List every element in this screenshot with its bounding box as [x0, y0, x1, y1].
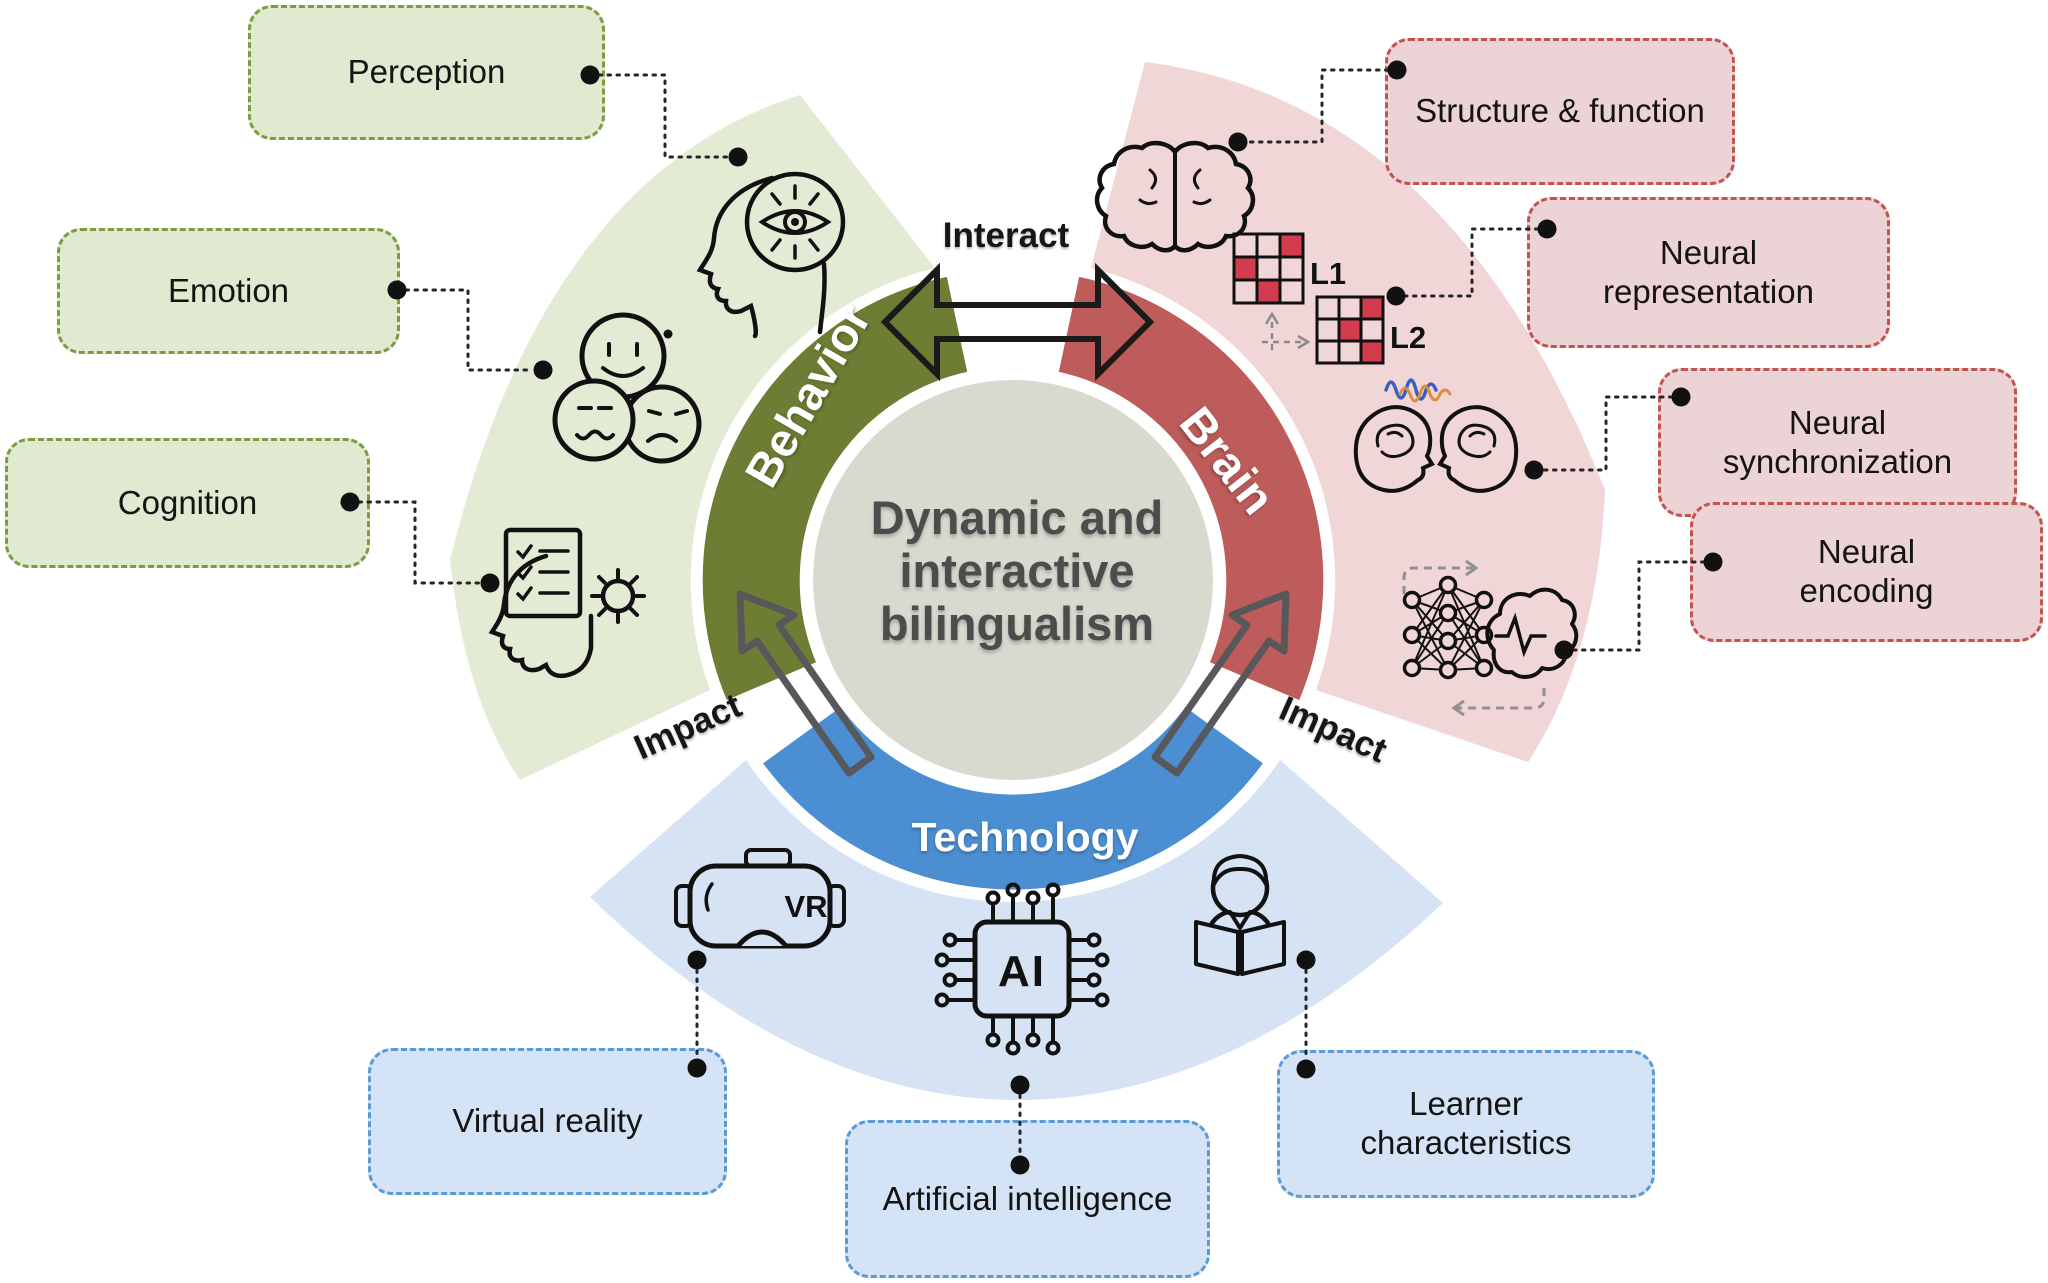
- box-label-learner-characteristics: Learner characteristics: [1360, 1085, 1572, 1161]
- center-title-line2: interactive: [899, 543, 1135, 597]
- box-label-virtual-reality: Virtual reality: [452, 1102, 643, 1140]
- behavior-box-perception: Perception: [248, 5, 605, 140]
- technology-box-virtual-reality: Virtual reality: [368, 1048, 727, 1195]
- brain-box-structure-function: Structure & function: [1385, 38, 1735, 185]
- impact-left-label: Impact: [628, 685, 748, 768]
- box-label-structure-function: Structure & function: [1415, 92, 1705, 130]
- brain-box-neural-synchronization: Neural synchronization: [1658, 368, 2017, 517]
- box-label-emotion: Emotion: [167, 271, 290, 309]
- box-label-neural-representation: Neural representation: [1603, 233, 1814, 310]
- box-label-perception: Perception: [347, 53, 506, 91]
- technology-ring-label: Technology: [911, 813, 1139, 860]
- center-title-line1: Dynamic and: [870, 490, 1164, 544]
- impact-right-label: Impact: [1273, 688, 1393, 771]
- technology-box-learner-characteristics: Learner characteristics: [1277, 1050, 1655, 1198]
- center-title-line3: bilingualism: [879, 596, 1155, 650]
- center-circle: [813, 380, 1213, 780]
- technology-box-artificial-intelligence: Artificial intelligence: [845, 1120, 1210, 1278]
- behavior-box-emotion: Emotion: [57, 228, 400, 354]
- brain-box-neural-representation: Neural representation: [1527, 197, 1890, 348]
- behavior-ring-label: Behavior: [733, 294, 881, 496]
- box-label-artificial-intelligence: Artificial intelligence: [882, 1179, 1173, 1217]
- box-label-neural-encoding: Neural encoding: [1799, 533, 1934, 609]
- box-label-cognition: Cognition: [117, 483, 258, 521]
- box-label-neural-synchronization: Neural synchronization: [1722, 403, 1953, 480]
- brain-box-neural-encoding: Neural encoding: [1690, 502, 2043, 642]
- interact-label: Interact: [942, 216, 1070, 255]
